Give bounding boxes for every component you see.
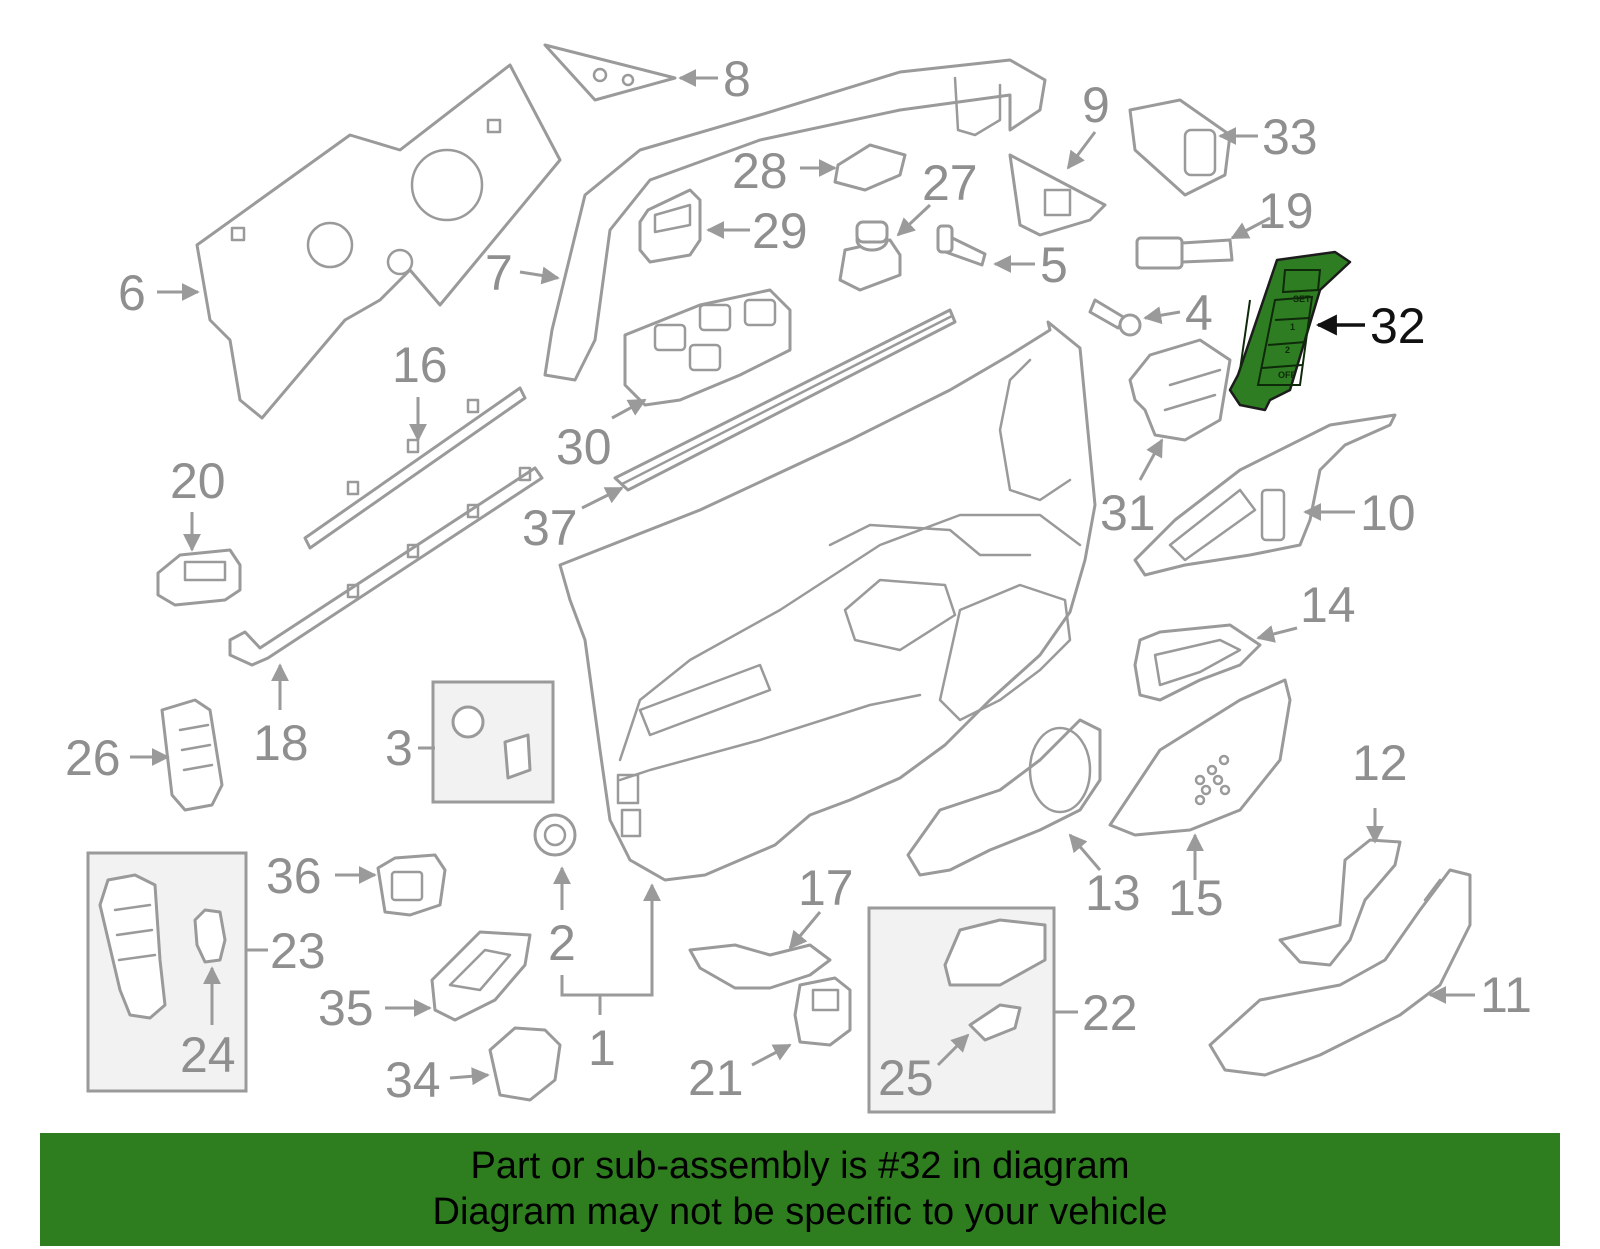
- part-21-lamp-housing: [793, 976, 852, 1047]
- callout-19: 19: [1258, 183, 1314, 239]
- callout-15: 15: [1168, 870, 1224, 926]
- callout-30: 30: [556, 419, 612, 475]
- part-24-bulb: [193, 908, 227, 964]
- callout-14: 14: [1300, 577, 1356, 633]
- leader-7: [519, 266, 560, 285]
- callout-36: 36: [266, 848, 322, 904]
- leader-13: [1068, 833, 1102, 871]
- callout-17: 17: [798, 860, 854, 916]
- callout-34: 34: [385, 1052, 441, 1108]
- part-4-bolt: [1088, 298, 1142, 337]
- leader-34: [449, 1067, 490, 1086]
- callout-4: 4: [1185, 285, 1213, 341]
- part-2-button: [533, 813, 577, 857]
- callout-22: 22: [1082, 985, 1138, 1041]
- part-30-window-switch-bank: [623, 288, 792, 407]
- part-1-door-trim-panel: [558, 320, 1097, 882]
- leader-17: [788, 911, 822, 950]
- leader-30: [611, 398, 647, 420]
- part-12-handle-bracket: [1278, 838, 1402, 967]
- callout-8: 8: [723, 51, 751, 107]
- part-9-corner-cover: [1008, 153, 1107, 237]
- notice-banner: Part or sub-assembly is #32 in diagram D…: [40, 1133, 1560, 1246]
- part-17-pocket-trim: [688, 943, 832, 990]
- callout-33: 33: [1262, 109, 1318, 165]
- part-29-switch: [638, 188, 702, 264]
- callout-10: 10: [1360, 485, 1416, 541]
- callout-5: 5: [1040, 237, 1068, 293]
- callout-16: 16: [392, 337, 448, 393]
- banner-line-2: Diagram may not be specific to your vehi…: [432, 1191, 1168, 1233]
- part-13-speaker-housing: [906, 718, 1102, 877]
- part-31-switch: [1128, 338, 1232, 442]
- leader-14: [1256, 625, 1298, 643]
- group-box-3: [431, 680, 555, 804]
- callout-7: 7: [485, 245, 513, 301]
- callout-23: 23: [270, 923, 326, 979]
- part-33-switch: [1128, 98, 1232, 197]
- switch-label-one: 1: [1290, 322, 1295, 332]
- part-35-switch: [430, 930, 532, 1022]
- callout-3: 3: [385, 720, 413, 776]
- part-11-armrest: [1208, 868, 1472, 1077]
- leader-4: [1143, 306, 1181, 325]
- leader-25: [936, 1033, 970, 1067]
- part-27-knob: [838, 220, 902, 292]
- part-22-lamp: [943, 918, 1047, 987]
- part-37-seal: [613, 308, 957, 492]
- part-7-window-trim: [543, 58, 1047, 382]
- leader-31: [1138, 438, 1164, 481]
- banner-line-1: Part or sub-assembly is #32 in diagram: [470, 1145, 1130, 1187]
- part-23-pull-cup: [98, 873, 167, 1020]
- part-18-strip: [228, 466, 544, 667]
- callout-27: 27: [922, 155, 978, 211]
- part-36-socket: [376, 853, 447, 917]
- callout-13: 13: [1085, 865, 1141, 921]
- leader-1: [560, 883, 661, 997]
- callout-24: 24: [180, 1027, 236, 1083]
- switch-label-off: OFF: [1278, 370, 1296, 380]
- switch-label-two: 2: [1285, 345, 1290, 355]
- part-14-trim: [1133, 623, 1262, 702]
- callout-25: 25: [878, 1050, 934, 1106]
- leader-27: [896, 203, 932, 237]
- part-15-speaker-grille: [1108, 678, 1292, 837]
- part-10-bezel: [1133, 413, 1397, 577]
- callout-1: 1: [588, 1020, 616, 1076]
- part-26-pull-handle: [160, 698, 224, 812]
- callout-20: 20: [170, 453, 226, 509]
- callout-18: 18: [253, 715, 309, 771]
- part-25-bulb: [968, 1003, 1022, 1042]
- leader-9: [1066, 131, 1097, 170]
- part-34-switch: [488, 1026, 562, 1102]
- callout-37: 37: [522, 500, 578, 556]
- part-32-switch-panel[interactable]: SET 1 2 OFF: [1228, 250, 1352, 412]
- callout-2: 2: [548, 915, 576, 971]
- callout-11: 11: [1480, 967, 1532, 1023]
- callout-21: 21: [688, 1050, 744, 1106]
- switch-label-set: SET: [1293, 294, 1311, 304]
- callout-32[interactable]: 32: [1370, 298, 1426, 354]
- part-3-clip: [451, 705, 532, 780]
- callout-12: 12: [1352, 735, 1408, 791]
- callout-31: 31: [1100, 485, 1156, 541]
- part-20-connector: [156, 548, 242, 607]
- callout-9: 9: [1082, 77, 1110, 133]
- part-16-strip: [303, 386, 527, 550]
- callout-29: 29: [752, 203, 808, 259]
- part-19-bulb: [1135, 236, 1234, 270]
- part-6-inner-panel: [195, 63, 562, 420]
- callout-26: 26: [65, 730, 121, 786]
- leader-21: [751, 1043, 792, 1067]
- callout-35: 35: [318, 980, 374, 1036]
- part-28-gasket: [833, 143, 907, 192]
- part-5-pin: [936, 224, 987, 267]
- callout-28: 28: [732, 143, 788, 199]
- leader-37: [581, 486, 624, 510]
- part-8-mirror-trim: [543, 43, 677, 102]
- leader-19: [1230, 216, 1271, 240]
- callout-6: 6: [118, 265, 146, 321]
